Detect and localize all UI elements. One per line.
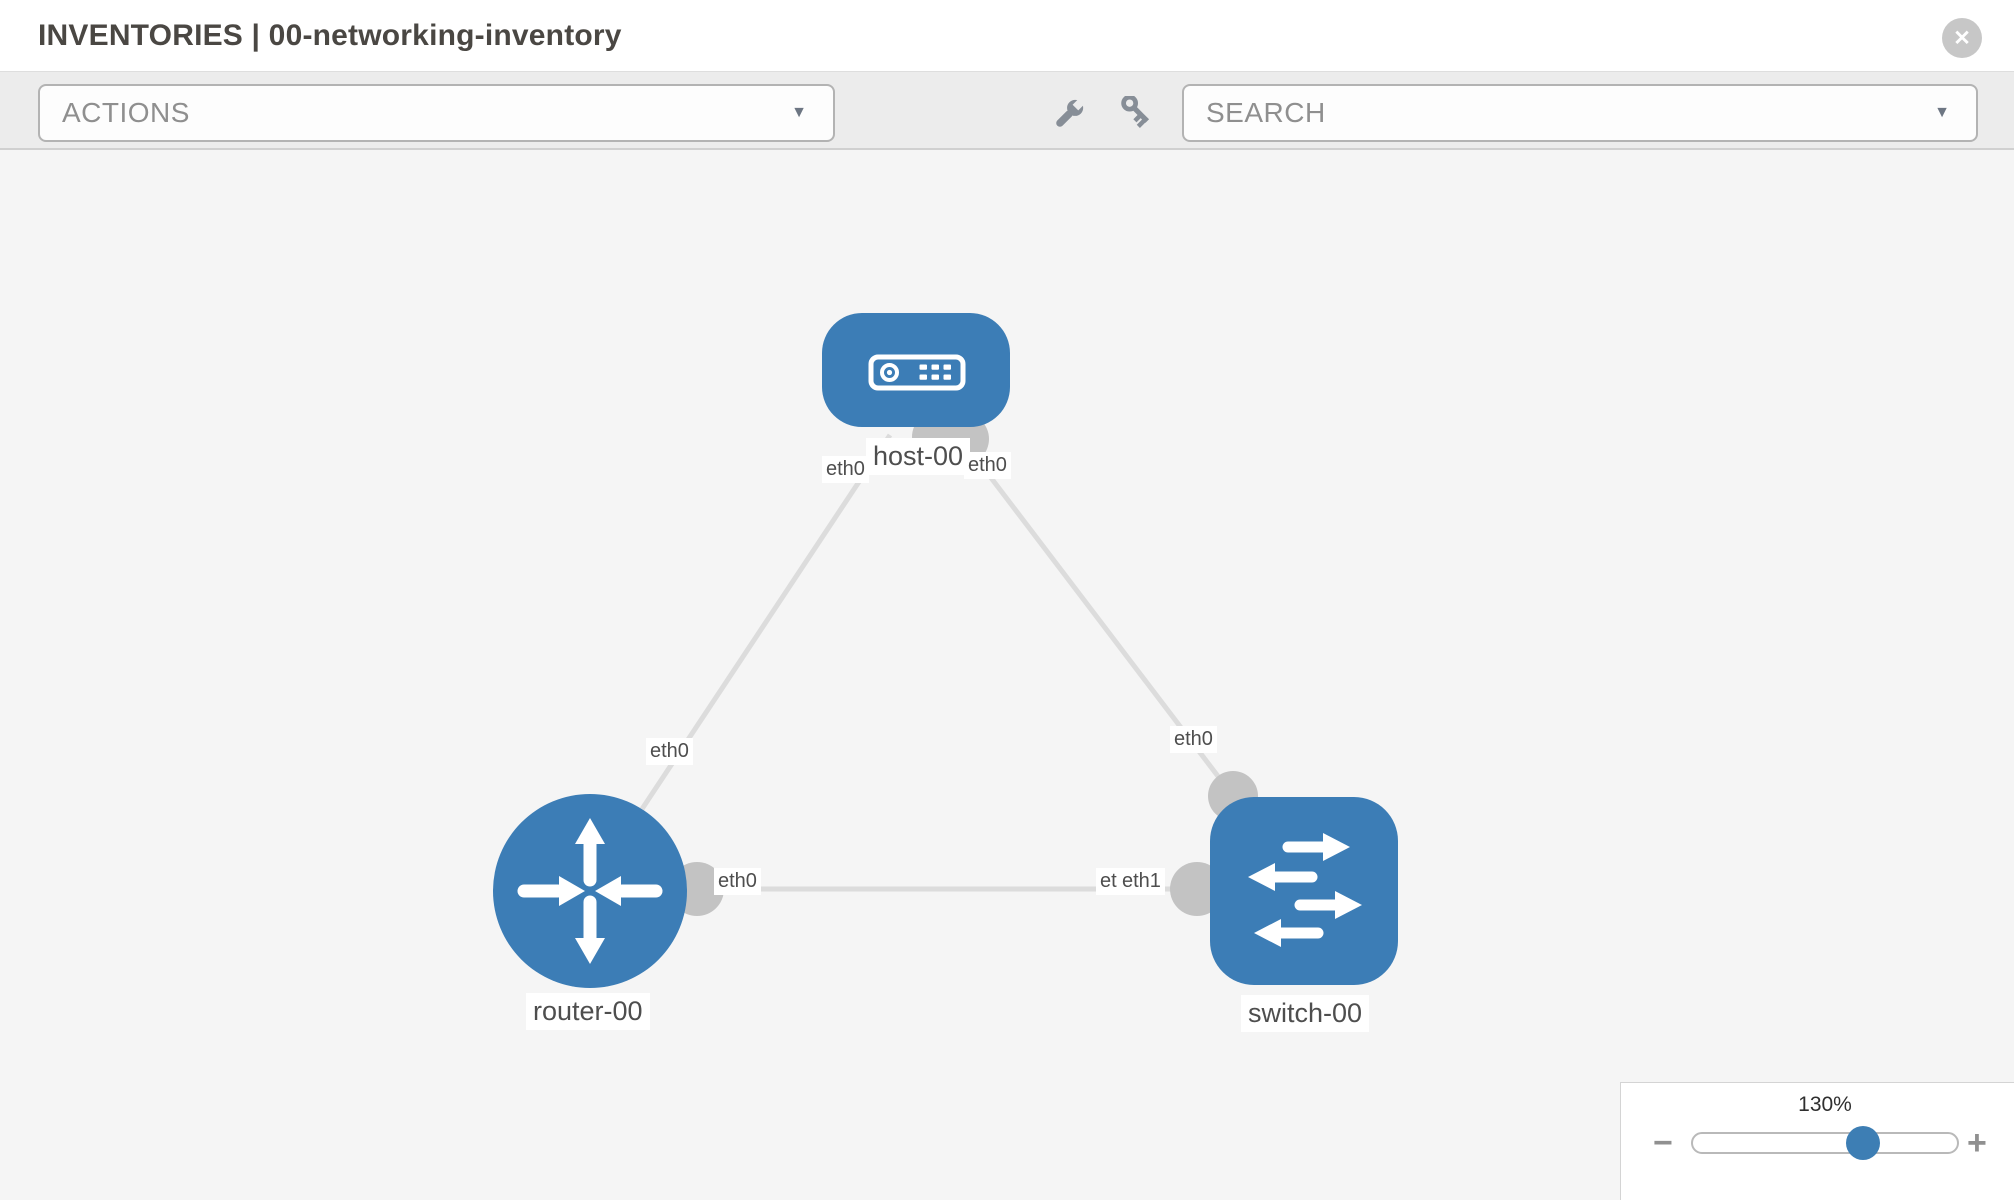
host-icon — [868, 354, 966, 391]
search-dropdown-label: SEARCH — [1206, 97, 1326, 128]
close-button[interactable]: ✕ — [1942, 18, 1982, 58]
actions-dropdown-label: ACTIONS — [62, 97, 190, 128]
toolbar: ACTIONS ▼ SEARCH ▼ — [0, 72, 2014, 150]
interface-label-router-top: eth0 — [646, 738, 693, 765]
topology-canvas[interactable]: host-00 router-00 switch-00 eth0 eth0 et… — [0, 150, 2014, 1200]
chevron-down-icon: ▼ — [791, 104, 807, 121]
node-label-router: router-00 — [526, 993, 650, 1030]
interface-label-switch-left-front: eth1 — [1118, 868, 1165, 895]
zoom-slider-track[interactable] — [1691, 1126, 1959, 1160]
wrench-icon — [1056, 98, 1085, 127]
node-label-switch: switch-00 — [1241, 995, 1370, 1032]
panel-header: INVENTORIES | 00-networking-inventory ✕ — [0, 0, 2014, 72]
zoom-slider-handle[interactable] — [1846, 1126, 1881, 1160]
node-host[interactable] — [822, 313, 1010, 427]
close-icon: ✕ — [1953, 26, 1971, 50]
router-icon — [517, 818, 663, 964]
chevron-down-icon: ▼ — [1934, 104, 1950, 121]
page-title: INVENTORIES | 00-networking-inventory — [38, 19, 622, 52]
configure-tools-button[interactable] — [1049, 96, 1087, 134]
topology-links — [639, 433, 1235, 892]
interface-label-host-right: eth0 — [964, 452, 1011, 479]
zoom-control-panel: 130% − + — [1620, 1082, 2014, 1200]
zoom-level-text: 130% — [1798, 1093, 1852, 1116]
search-dropdown[interactable]: SEARCH ▼ — [1182, 84, 1978, 142]
interface-label-host-left: eth0 — [822, 456, 869, 483]
interface-label-router-bottom: eth0 — [714, 868, 761, 895]
interface-endpoints — [670, 411, 1258, 916]
node-label-host: host-00 — [866, 438, 971, 475]
key-icon — [1121, 94, 1150, 128]
node-router[interactable] — [493, 794, 687, 988]
node-switch[interactable] — [1210, 797, 1398, 985]
zoom-out-button[interactable]: − — [1653, 1124, 1673, 1162]
credentials-button[interactable] — [1113, 94, 1151, 134]
zoom-in-button[interactable]: + — [1967, 1124, 1987, 1162]
switch-icon — [1248, 833, 1362, 947]
interface-label-switch-top: eth0 — [1170, 726, 1217, 753]
actions-dropdown[interactable]: ACTIONS ▼ — [38, 84, 835, 142]
